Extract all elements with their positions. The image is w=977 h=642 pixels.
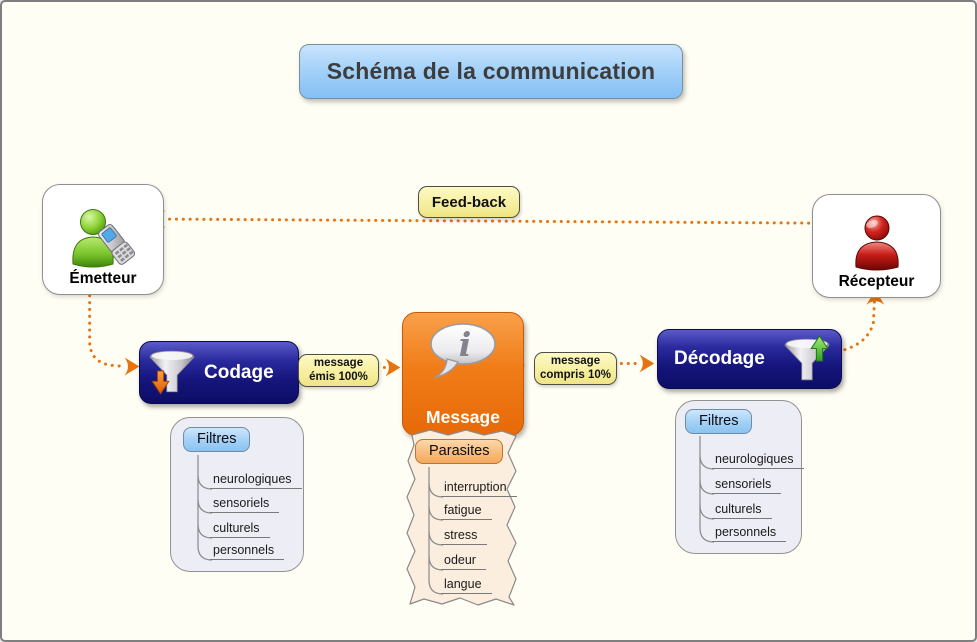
coding-box: Codage <box>139 341 299 404</box>
filter-item: personnels <box>210 543 285 560</box>
message-label: Message <box>426 407 500 427</box>
filter-item: personnels <box>712 525 787 542</box>
decoding-box: Décodage <box>657 329 842 389</box>
speech-bubble-info-icon: i <box>430 323 496 379</box>
parasites-background <box>406 429 517 606</box>
emitter-label: Émetteur <box>69 270 137 287</box>
svg-text:i: i <box>459 325 472 364</box>
filter-item: neurologiques <box>210 472 302 489</box>
emitter-box: Émetteur <box>42 184 164 295</box>
person-icon <box>854 215 899 271</box>
arrowhead-right-coding <box>124 357 140 376</box>
filter-item: sensoriels <box>712 477 782 494</box>
arrowhead-right-decoding <box>639 354 655 373</box>
coding-label: Codage <box>204 361 274 383</box>
arrowhead-right-message <box>385 358 401 377</box>
emitter-to-coding-line <box>88 287 127 368</box>
parasites-title: Parasites <box>415 439 504 464</box>
filter-item: neurologiques <box>712 452 804 469</box>
filters-right-branches <box>699 436 715 543</box>
filters-right-panel: Filtres neurologiques sensoriels culture… <box>675 400 804 554</box>
feedback-line <box>165 217 811 225</box>
person-with-phone-icon <box>72 209 136 268</box>
receiver-label: Récepteur <box>838 273 915 290</box>
diagram-title-box: Schéma de la communication <box>299 44 683 99</box>
parasite-item: stress <box>441 528 488 545</box>
filters-left-title: Filtres <box>183 427 251 452</box>
filters-left-branches <box>197 455 213 561</box>
decoding-label: Décodage <box>674 348 765 369</box>
parasite-item: fatigue <box>441 503 492 520</box>
message-box: i Message <box>402 312 524 436</box>
receiver-box: Récepteur <box>812 194 941 298</box>
feedback-label: Feed-back <box>418 186 520 218</box>
funnel-up-arrow-icon <box>784 335 830 381</box>
parasites-panel: Parasites interruption fatigue stress od… <box>404 427 520 609</box>
filters-left-panel: Filtres neurologiques sensoriels culture… <box>170 417 304 572</box>
funnel-down-arrow-icon <box>149 350 195 395</box>
parasite-item: odeur <box>441 553 486 570</box>
parasite-item: interruption <box>441 480 517 497</box>
filters-right-title: Filtres <box>685 409 753 434</box>
diagram-title: Schéma de la communication <box>326 58 656 84</box>
filter-item: culturels <box>712 502 772 519</box>
filter-item: culturels <box>210 521 270 538</box>
parasite-item: langue <box>441 577 492 594</box>
message-emitted-note: message émis 100% <box>298 354 379 387</box>
message-understood-note: message compris 10% <box>534 352 617 385</box>
filter-item: sensoriels <box>210 496 280 513</box>
